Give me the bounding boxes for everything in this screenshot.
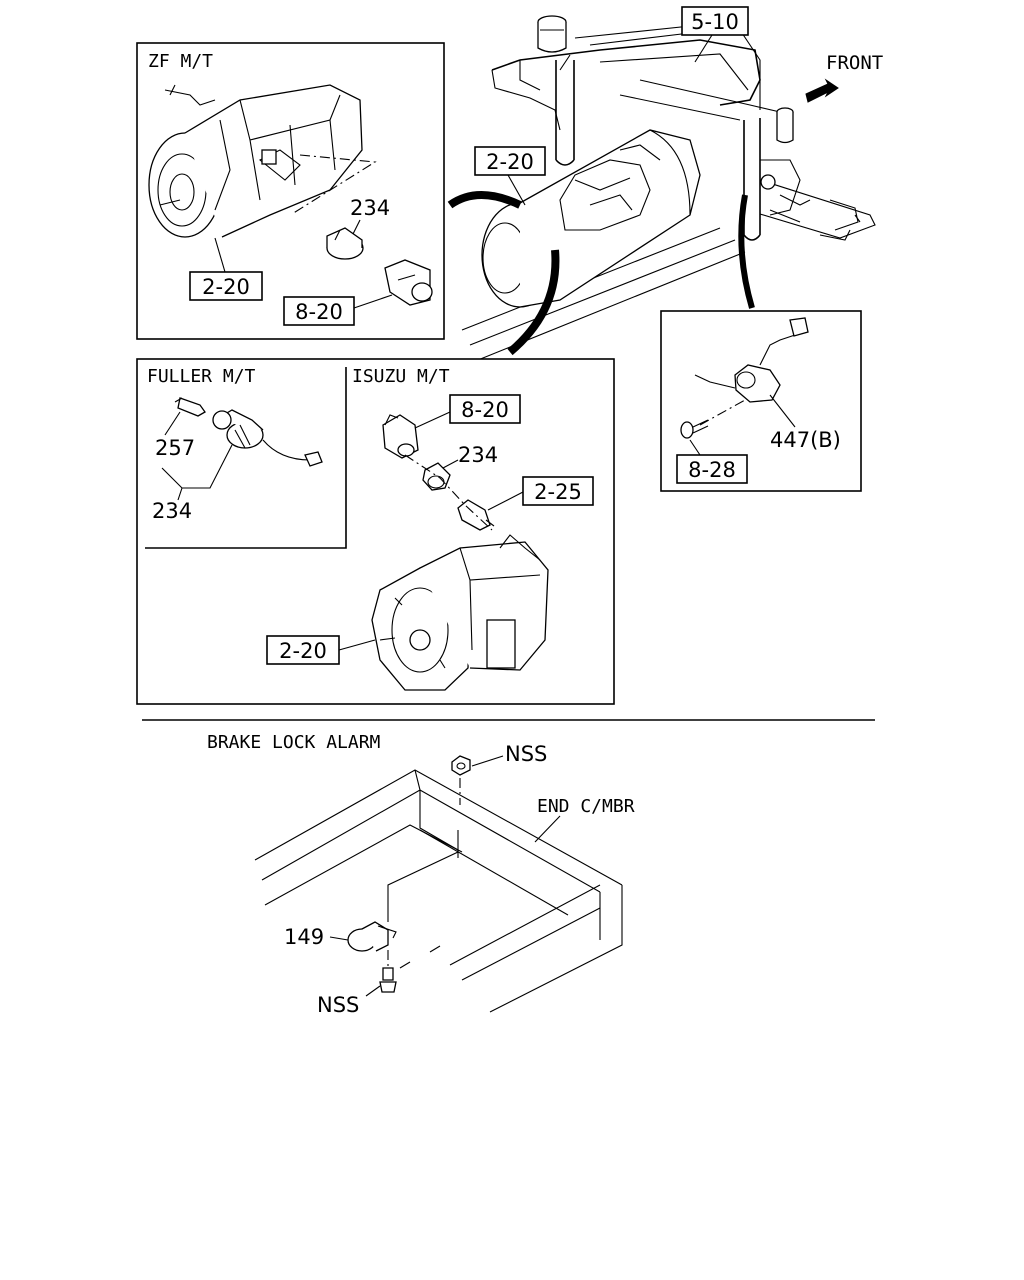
isuzu-sensor-2-25 <box>457 499 495 531</box>
isuzu-transmission-illustration <box>371 534 549 691</box>
ref-2-20-zf: 2-20 <box>202 275 250 299</box>
zf-switch-234 <box>326 227 364 260</box>
ref-box-2-25 <box>522 476 594 506</box>
nss-nut-top <box>451 755 471 776</box>
fuller-plunger-257 <box>174 397 206 417</box>
part-234-fuller: 234 <box>152 499 192 523</box>
part-234-isuzu: 234 <box>458 443 498 467</box>
part-447b: 447(B) <box>770 428 841 452</box>
front-label: FRONT <box>826 52 883 74</box>
isuzu-switch-234 <box>422 462 451 491</box>
ref-box-5-10 <box>681 6 749 36</box>
zf-panel-title: ZF M/T <box>148 51 213 72</box>
pointer-arrow-isuzu <box>507 249 560 356</box>
ref-box-8-20-isuzu <box>449 394 521 424</box>
zf-bracket-8-20 <box>384 259 433 306</box>
pointer-arrow-zf <box>447 191 522 209</box>
chassis-frame-illustration <box>461 15 876 361</box>
ref-8-20-isuzu: 8-20 <box>461 398 509 422</box>
fuller-subpanel-divider <box>145 367 347 549</box>
nss-bolt-bottom <box>379 967 397 993</box>
isuzu-panel-title: ISUZU M/T <box>352 366 450 387</box>
front-direction-arrow <box>805 78 839 103</box>
brake-lock-alarm-title: BRAKE LOCK ALARM <box>207 732 381 753</box>
fuller-isuzu-panel <box>136 358 615 705</box>
ref-box-2-20-isuzu <box>266 635 340 665</box>
ref-5-10: 5-10 <box>691 10 739 34</box>
pointer-arrow-detail <box>738 194 755 309</box>
ref-8-28: 8-28 <box>688 458 736 482</box>
end-cross-member-illustration <box>254 769 623 1013</box>
part-234-zf: 234 <box>350 196 390 220</box>
fuller-switch-234 <box>212 409 323 467</box>
brake-lock-switch-149 <box>347 921 397 952</box>
ref-box-8-20-zf <box>283 296 355 326</box>
part-149: 149 <box>284 925 324 949</box>
ref-box-8-28 <box>676 454 748 484</box>
ref-8-20-zf: 8-20 <box>295 300 343 324</box>
fuller-panel-title: FULLER M/T <box>147 366 256 387</box>
ref-box-2-20-zf <box>189 271 263 301</box>
ref-2-20-main: 2-20 <box>486 150 534 174</box>
isuzu-bracket-8-20 <box>382 414 419 459</box>
end-cmbr-label: END C/MBR <box>537 796 635 817</box>
ref-2-25: 2-25 <box>534 480 582 504</box>
ref-2-20-isuzu: 2-20 <box>279 639 327 663</box>
ref-box-2-20-main <box>474 146 546 176</box>
nss-label-top: NSS <box>505 742 547 766</box>
nss-label-bottom: NSS <box>317 993 359 1017</box>
part-257: 257 <box>155 436 195 460</box>
zf-transmission-illustration <box>148 84 363 238</box>
detail-switch-447b <box>694 317 809 403</box>
detail-bolt-8-28 <box>680 419 709 439</box>
